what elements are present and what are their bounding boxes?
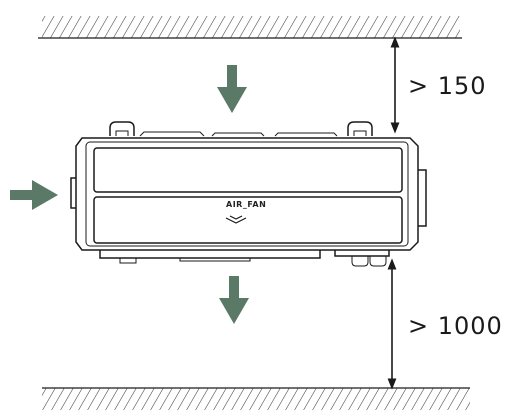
fan-unit: [70, 121, 427, 267]
airflow-arrow-top: [217, 65, 247, 113]
floor-surface: [42, 387, 470, 410]
ceiling-surface: [38, 16, 462, 39]
unit-label: AIR_FAN: [226, 200, 267, 209]
airflow-arrow-down-icon: [219, 276, 249, 324]
top-clearance-label: > 150: [408, 72, 487, 100]
airflow-arrow-left: [10, 180, 58, 210]
airflow-arrow-bottom: [219, 276, 249, 324]
airflow-arrow-right-icon: [10, 180, 58, 210]
airflow-arrow-down-icon: [217, 65, 247, 113]
bottom-clearance-label: > 1000: [408, 312, 503, 340]
